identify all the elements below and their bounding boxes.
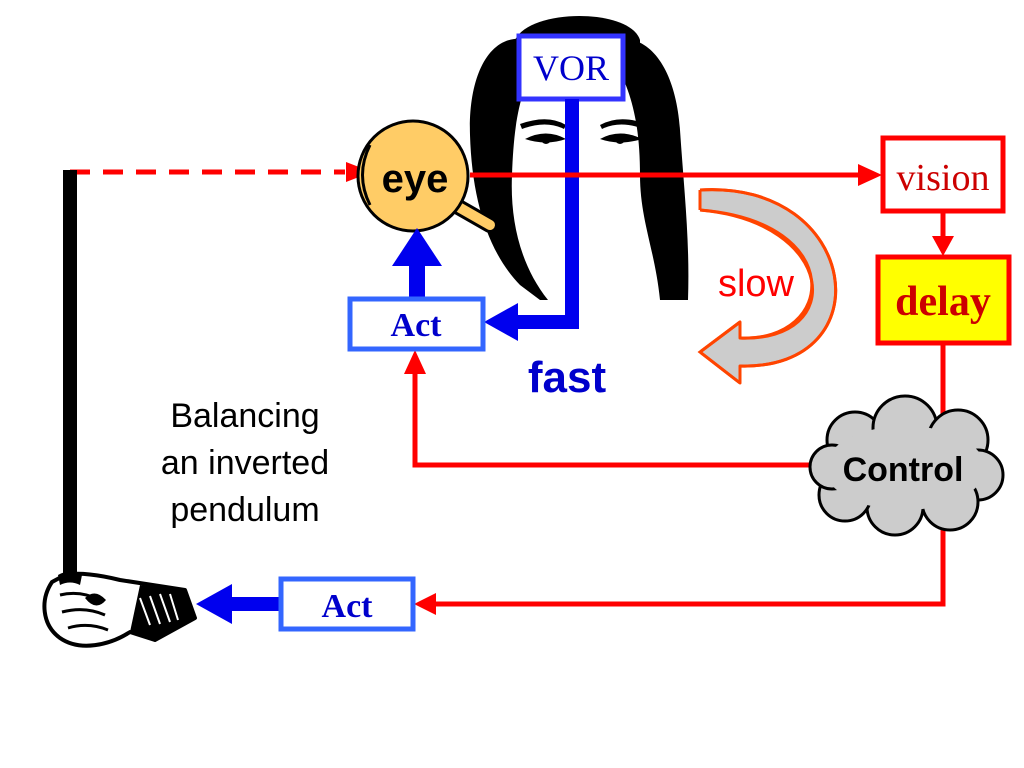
slow-curved-arrow-icon bbox=[697, 188, 838, 385]
eye-to-vision-path bbox=[470, 164, 882, 186]
caption-line-1: Balancing bbox=[170, 397, 319, 435]
inverted-pendulum bbox=[63, 170, 77, 580]
hand-icon bbox=[42, 571, 197, 648]
control-label: Control bbox=[843, 451, 964, 489]
vision-label: vision bbox=[897, 157, 990, 199]
vor-label: VOR bbox=[533, 48, 609, 88]
act-bottom-box: Act bbox=[196, 576, 416, 632]
slow-label: slow bbox=[718, 263, 795, 305]
vision-to-delay-path bbox=[932, 211, 954, 256]
caption: Balancing an inverted pendulum bbox=[161, 397, 329, 529]
eye-label: eye bbox=[382, 157, 449, 201]
act-top-box: Act bbox=[347, 228, 486, 352]
caption-line-3: pendulum bbox=[170, 491, 319, 529]
delay-label: delay bbox=[895, 279, 991, 325]
control-to-act-bottom-path bbox=[414, 515, 946, 615]
act-top-label: Act bbox=[391, 307, 443, 344]
caption-line-2: an inverted bbox=[161, 444, 329, 482]
pendulum-to-eye-dashed-path bbox=[70, 162, 372, 182]
eyeball-icon: eye bbox=[356, 119, 498, 233]
act-bottom-label: Act bbox=[322, 588, 374, 625]
delay-box: delay bbox=[875, 254, 1012, 346]
control-to-act-top-path bbox=[404, 350, 820, 468]
vor-box: VOR bbox=[516, 33, 626, 102]
vision-box: vision bbox=[880, 135, 1006, 214]
cloud-icon: Control bbox=[808, 394, 1005, 537]
fast-label: fast bbox=[528, 353, 607, 402]
